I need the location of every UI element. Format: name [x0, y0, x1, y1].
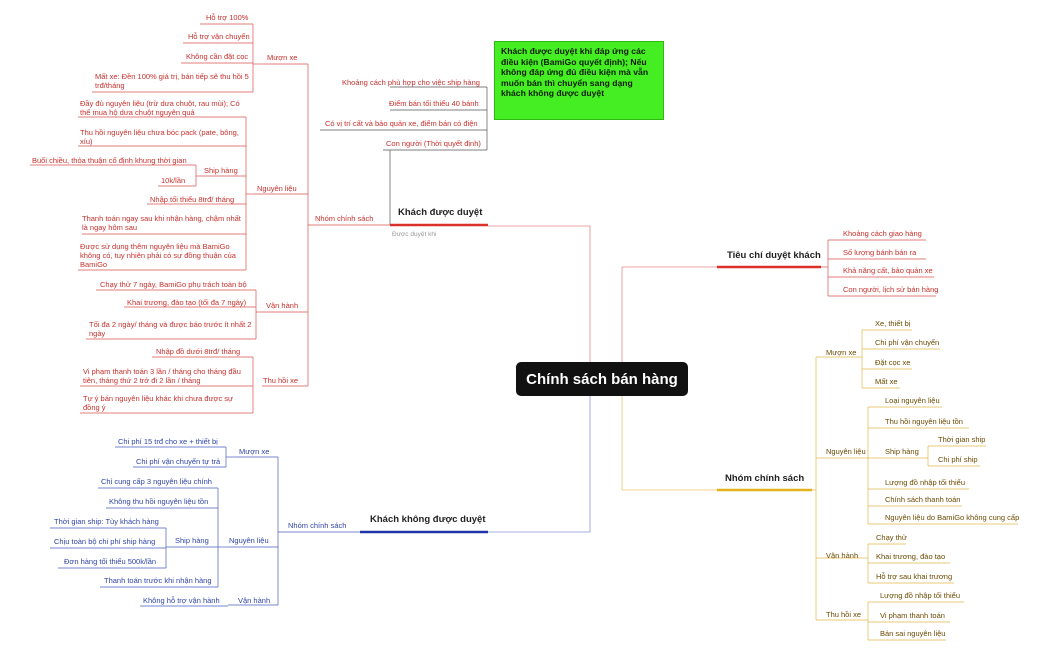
node-unapproved[interactable]: Khách không được duyệt [370, 514, 486, 525]
approved-thu-hoi[interactable]: Thu hồi xe [263, 376, 299, 385]
approved-van-hanh[interactable]: Vận hành [266, 301, 299, 310]
approved-nguyen-lieu[interactable]: Nguyên liệu [257, 184, 297, 193]
note-box: Khách được duyệt khi đáp ứng các điều ki… [494, 41, 664, 120]
nguyen-lieu-item[interactable]: Thanh toán ngay sau khi nhận hàng, chậm … [82, 214, 241, 232]
policy-item[interactable]: Lượng đồ nhập tối thiểu [885, 478, 965, 487]
root-node[interactable]: Chính sách bán hàng [516, 362, 688, 396]
unapproved-van-hanh[interactable]: Vận hành [238, 596, 271, 605]
ship-item[interactable]: 10k/lần [161, 176, 186, 185]
unapproved-nguyen-lieu[interactable]: Nguyên liệu [229, 536, 269, 545]
van-hanh-item[interactable]: Không hỗ trợ vận hành [143, 596, 220, 605]
policy-item[interactable]: Thời gian ship [938, 435, 986, 444]
nguyen-lieu-item[interactable]: Thanh toán trước khi nhận hàng [104, 576, 212, 585]
muon-xe-item[interactable]: Không cần đặt cọc [186, 52, 249, 61]
approved-muon-xe[interactable]: Mượn xe [267, 53, 298, 62]
muon-xe-item[interactable]: Hỗ trợ 100% [206, 13, 249, 22]
condition-item[interactable]: Điểm bán tối thiểu 40 bánh [389, 99, 479, 108]
policy-item[interactable]: Chính sách thanh toán [885, 495, 961, 504]
criteria-item[interactable]: Khả năng cất, bảo quản xe [843, 266, 933, 275]
condition-item[interactable]: Có vị trí cất và bảo quản xe, điểm bán c… [325, 119, 478, 128]
van-hanh-item[interactable]: Khai trương, đào tạo (tối đa 7 ngày) [127, 298, 247, 307]
muon-xe-item[interactable]: Chi phí vận chuyển tự trả [136, 457, 221, 466]
node-approved-subtitle: Được duyệt khi [392, 231, 437, 238]
policy-item[interactable]: Thu hồi nguyên liệu tồn [885, 417, 963, 426]
approved-ship[interactable]: Ship hàng [204, 166, 238, 175]
muon-xe-item[interactable]: Mất xe: Đền 100% giá trị, bán tiếp sẽ th… [95, 72, 249, 90]
nguyen-lieu-item[interactable]: Đầy đủ nguyên liệu (trừ dưa chuột, rau m… [80, 99, 240, 117]
ship-item[interactable]: Đơn hàng tối thiểu 500k/lần [64, 557, 157, 566]
ship-item[interactable]: Buổi chiều, thỏa thuận cố định khung thờ… [32, 156, 187, 165]
thu-hoi-item[interactable]: Vi phạm thanh toán 3 lần / tháng cho thá… [83, 367, 241, 385]
approved-policy[interactable]: Nhóm chính sách [315, 214, 374, 223]
ship-item[interactable]: Thời gian ship: Tùy khách hàng [54, 517, 159, 526]
policy-thu-hoi[interactable]: Thu hồi xe [826, 610, 862, 619]
node-policy[interactable]: Nhóm chính sách [725, 473, 805, 484]
policy-item[interactable]: Chi phí ship [938, 455, 978, 464]
policy-item[interactable]: Vi phạm thanh toán [880, 611, 945, 620]
condition-item[interactable]: Khoảng cách phù hợp cho việc ship hàng [342, 78, 480, 87]
muon-xe-item[interactable]: Hỗ trợ vận chuyển [188, 32, 250, 41]
policy-item[interactable]: Mất xe [875, 377, 898, 386]
nguyen-lieu-item[interactable]: Chỉ cung cấp 3 nguyên liệu chính [101, 477, 212, 486]
unapproved-muon-xe[interactable]: Mượn xe [239, 447, 270, 456]
criteria-item[interactable]: Con người, lịch sử bán hàng [843, 285, 939, 294]
criteria-item[interactable]: Khoảng cách giao hàng [843, 229, 922, 238]
policy-item[interactable]: Lượng đồ nhập tối thiểu [880, 591, 960, 600]
ship-item[interactable]: Chịu toàn bộ chi phí ship hàng [54, 537, 156, 546]
policy-item[interactable]: Chạy thử [876, 533, 907, 542]
policy-item[interactable]: Chi phí vận chuyển [875, 338, 940, 347]
node-criteria[interactable]: Tiêu chí duyệt khách [727, 250, 821, 261]
policy-item[interactable]: Đặt cọc xe [875, 358, 911, 367]
policy-item[interactable]: Hỗ trợ sau khai trương [876, 572, 953, 581]
criteria-item[interactable]: Số lượng bánh bán ra [843, 248, 917, 257]
unapproved-ship[interactable]: Ship hàng [175, 536, 209, 545]
van-hanh-item[interactable]: Tối đa 2 ngày/ tháng và được báo trước í… [89, 320, 252, 338]
policy-item[interactable]: Loại nguyên liệu [885, 396, 940, 405]
nguyen-lieu-item[interactable]: Không thu hồi nguyên liệu tồn [109, 497, 209, 506]
nguyen-lieu-item[interactable]: Được sử dụng thêm nguyên liệu mà BamiGo … [80, 242, 236, 269]
policy-van-hanh[interactable]: Vận hành [826, 551, 859, 560]
nguyen-lieu-item[interactable]: Thu hồi nguyên liệu chưa bóc pack (pate,… [80, 128, 239, 146]
policy-nguyen-lieu[interactable]: Nguyên liệu [826, 447, 866, 456]
node-approved[interactable]: Khách được duyệt [398, 207, 483, 218]
policy-item[interactable]: Bán sai nguyên liệu [880, 629, 946, 638]
nguyen-lieu-item[interactable]: Nhập tối thiểu 8trđ/ tháng [150, 195, 235, 204]
van-hanh-item[interactable]: Chạy thử 7 ngày, BamiGo phụ trách toàn b… [100, 280, 247, 289]
policy-ship[interactable]: Ship hàng [885, 447, 919, 456]
thu-hoi-item[interactable]: Tự ý bán nguyên liệu khác khi chưa được … [83, 394, 234, 412]
policy-item[interactable]: Nguyên liệu do BamiGo không cung cấp [885, 513, 1020, 522]
unapproved-policy[interactable]: Nhóm chính sách [288, 521, 347, 530]
policy-item[interactable]: Khai trương, đào tạo [876, 552, 946, 561]
policy-item[interactable]: Xe, thiết bị [875, 319, 911, 328]
condition-item[interactable]: Con người (Thời quyết định) [386, 139, 481, 148]
muon-xe-item[interactable]: Chi phí 15 trđ cho xe + thiết bị [118, 437, 218, 446]
thu-hoi-item[interactable]: Nhập đồ dưới 8trđ/ tháng [156, 347, 241, 356]
policy-muon-xe[interactable]: Mượn xe [826, 348, 857, 357]
